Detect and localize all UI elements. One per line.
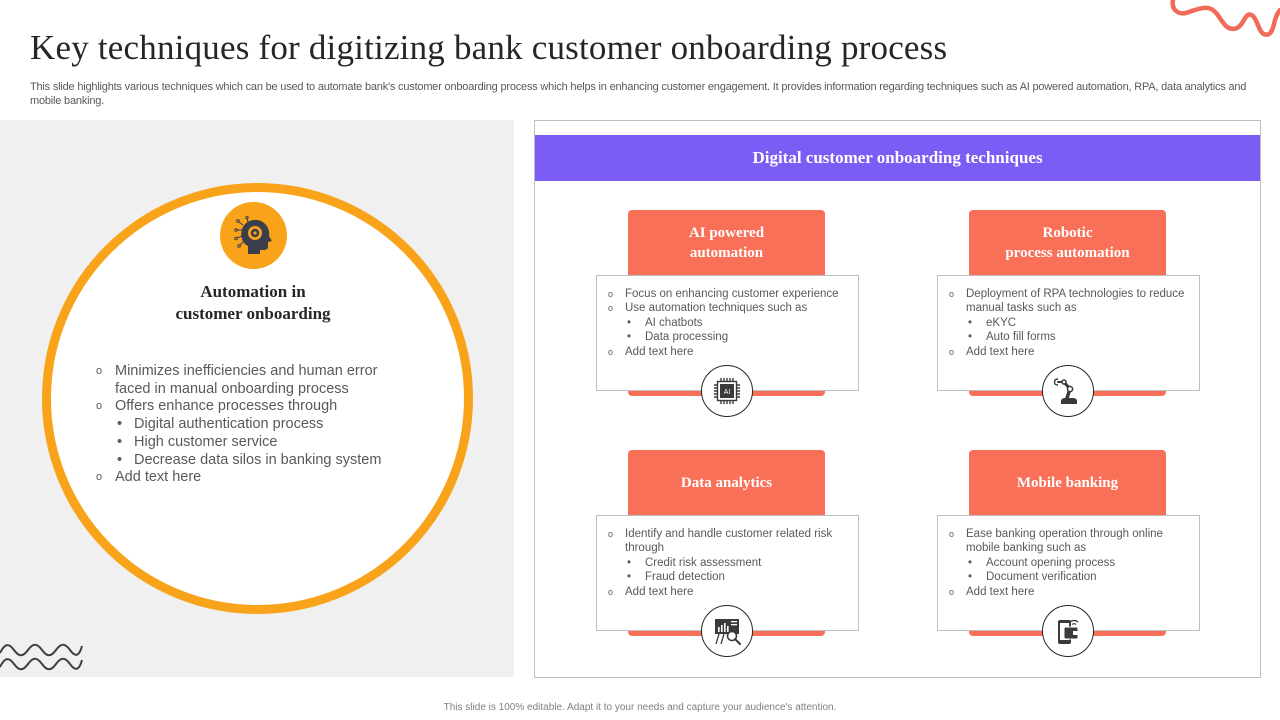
slide-title: Key techniques for digitizing bank custo…: [30, 28, 948, 67]
head-icon-badge: [220, 202, 287, 269]
card-title: Data analytics: [680, 474, 773, 491]
robotic-arm-icon: [1053, 378, 1077, 404]
list-subitem: •High customer service: [117, 433, 278, 450]
list-subitem: •Digital authentication process: [117, 416, 324, 433]
card-icon-badge: [1042, 605, 1094, 657]
slide-subtitle: This slide highlights various techniques…: [30, 81, 1247, 107]
card-icon-badge: [1042, 365, 1094, 417]
list-subitem: •Data processing: [627, 331, 729, 344]
list-subitem: •Document verification: [968, 571, 1097, 584]
list-subitem: •Credit risk assessment: [627, 556, 762, 569]
head-gear-icon: [233, 215, 272, 254]
list-subitem: •Decrease data silos in banking system: [117, 451, 382, 468]
analytics-presentation-icon: [715, 619, 741, 645]
list-subitem: •eKYC: [968, 316, 1017, 329]
automation-heading: Automation in customer onboarding: [175, 282, 331, 323]
svg-text:AI: AI: [724, 389, 731, 396]
card-icon-badge: [701, 605, 753, 657]
list-subitem: •Auto fill forms: [968, 331, 1056, 344]
ai-chip-icon: AI: [714, 378, 740, 404]
list-subitem: •Fraud detection: [627, 571, 725, 584]
card-icon-badge: AI: [701, 365, 753, 417]
decorative-waves-icon: [0, 643, 83, 671]
slide-footer: This slide is 100% editable. Adapt it to…: [443, 702, 837, 713]
list-subitem: •Account opening process: [968, 556, 1116, 569]
list-subitem: •AI chatbots: [627, 316, 703, 329]
decorative-squiggle-icon: [1170, 0, 1280, 37]
mobile-wallet-icon: [1058, 619, 1079, 644]
card-title: Mobile banking: [1016, 474, 1119, 491]
techniques-header: Digital customer onboarding techniques: [535, 135, 1260, 181]
